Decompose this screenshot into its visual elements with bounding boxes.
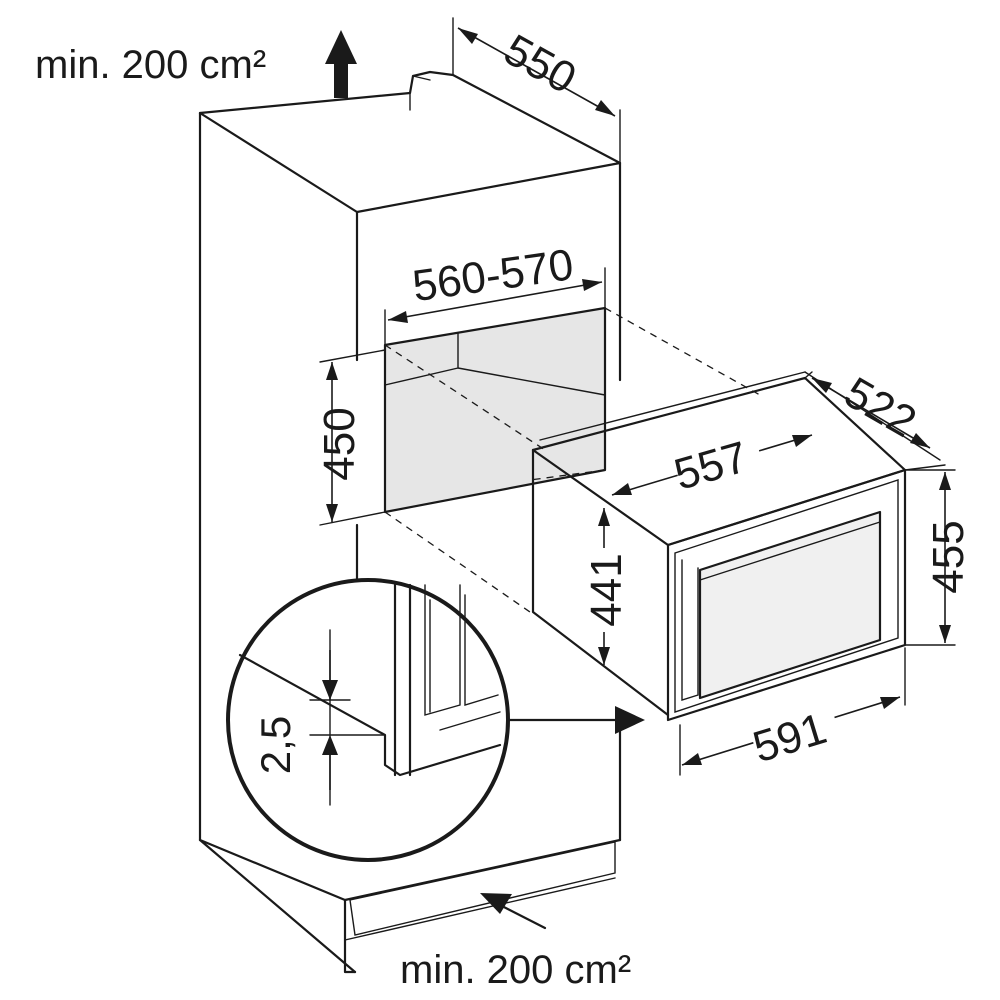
arrow-up-icon <box>325 30 357 98</box>
vent-top-label: min. 200 cm² <box>35 43 266 87</box>
dim-label-591: 591 <box>747 704 832 772</box>
niche <box>383 306 607 514</box>
dimension-niche-height: 450 <box>315 349 386 526</box>
dimension-cabinet-depth: 550 <box>452 17 621 164</box>
dim-label-522: 522 <box>836 368 924 447</box>
dimension-body-width: 557 <box>611 428 813 500</box>
dimension-front-height: 455 <box>904 469 973 646</box>
dimension-appliance-depth: 522 <box>804 368 946 471</box>
arrow-diagonal-icon <box>480 893 547 930</box>
dim-label-560-570: 560-570 <box>410 240 577 311</box>
dim-label-557: 557 <box>669 432 753 499</box>
arrow-right-icon <box>506 706 645 734</box>
dim-label-455: 455 <box>924 520 973 593</box>
dim-label-441: 441 <box>582 553 631 626</box>
tall-cabinet <box>198 70 622 974</box>
detail-magnifier: 2,5 <box>226 578 510 862</box>
dimension-body-height: 441 <box>582 508 631 665</box>
bottom-vent-grille <box>349 841 616 936</box>
detail-gap-label: 2,5 <box>252 716 299 774</box>
vent-bottom-label: min. 200 cm² <box>400 948 631 992</box>
dim-label-450: 450 <box>315 407 364 480</box>
projection-lines <box>384 307 761 613</box>
